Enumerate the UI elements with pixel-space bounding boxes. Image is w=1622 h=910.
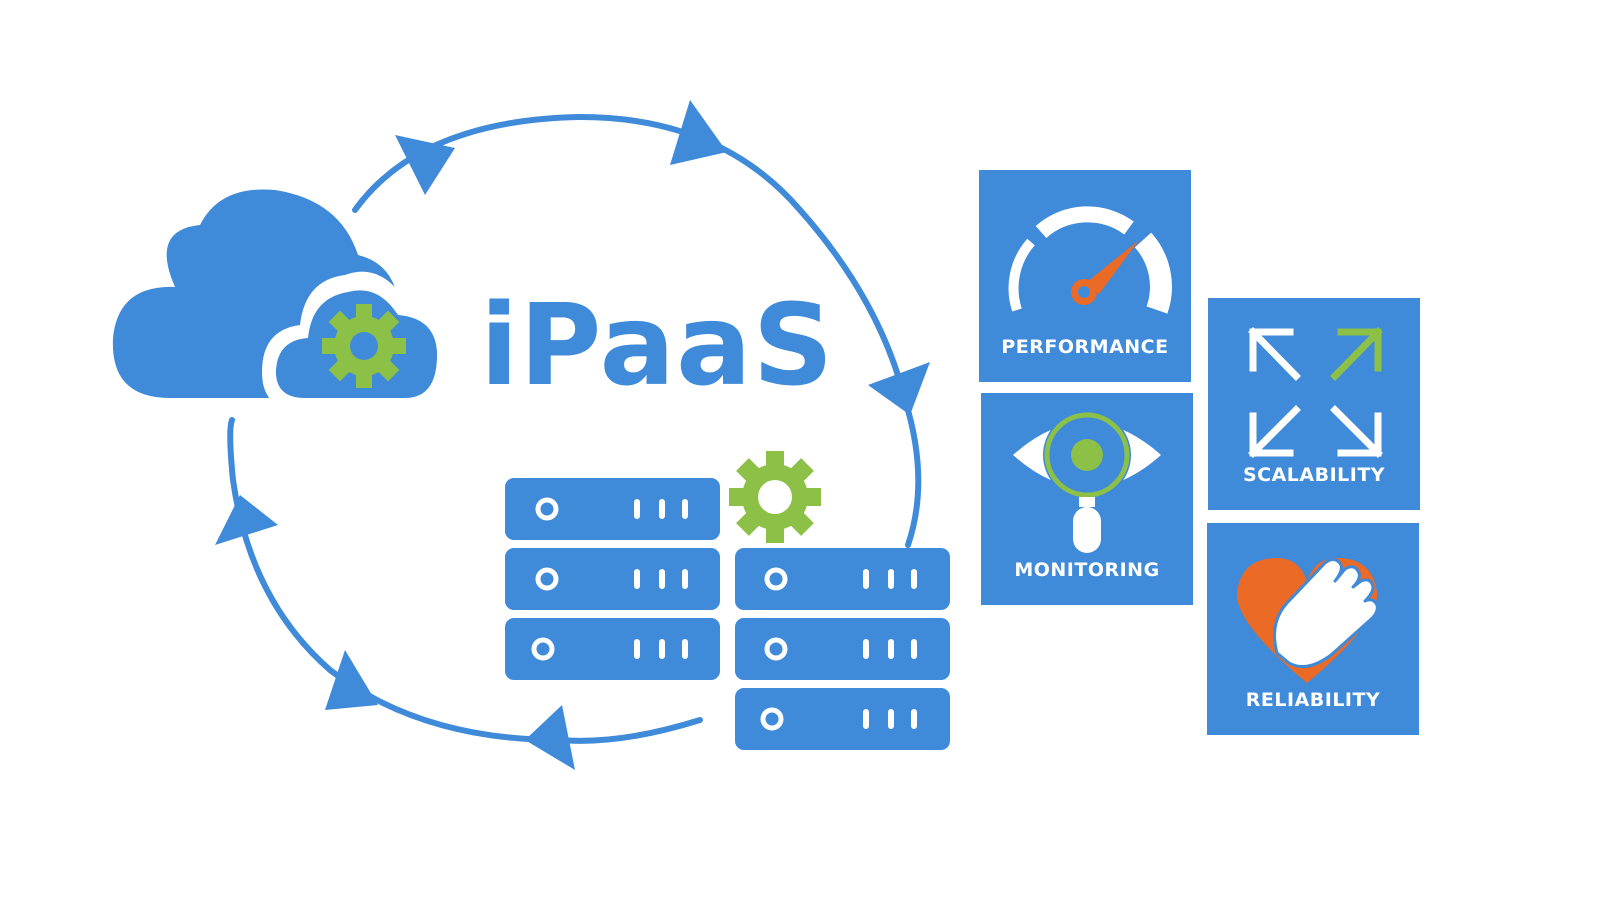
tile-monitoring: MONITORING <box>981 393 1193 605</box>
gear-icon <box>729 451 821 543</box>
tile-reliability: RELIABILITY <box>1207 523 1419 735</box>
expand-arrows-icon <box>1248 327 1383 458</box>
tile-label: RELIABILITY <box>1245 689 1381 711</box>
tile-label: MONITORING <box>1014 559 1160 581</box>
tile-performance: PERFORMANCE <box>979 170 1191 382</box>
tile-label: PERFORMANCE <box>1001 336 1169 358</box>
eye-magnifier-icon <box>1013 411 1161 553</box>
speedometer-icon <box>1008 206 1172 314</box>
tile-scalability: SCALABILITY <box>1208 298 1420 510</box>
heart-hand-icon <box>1236 558 1379 683</box>
tile-label: SCALABILITY <box>1242 464 1386 486</box>
page-title: iPaaS <box>480 281 835 411</box>
